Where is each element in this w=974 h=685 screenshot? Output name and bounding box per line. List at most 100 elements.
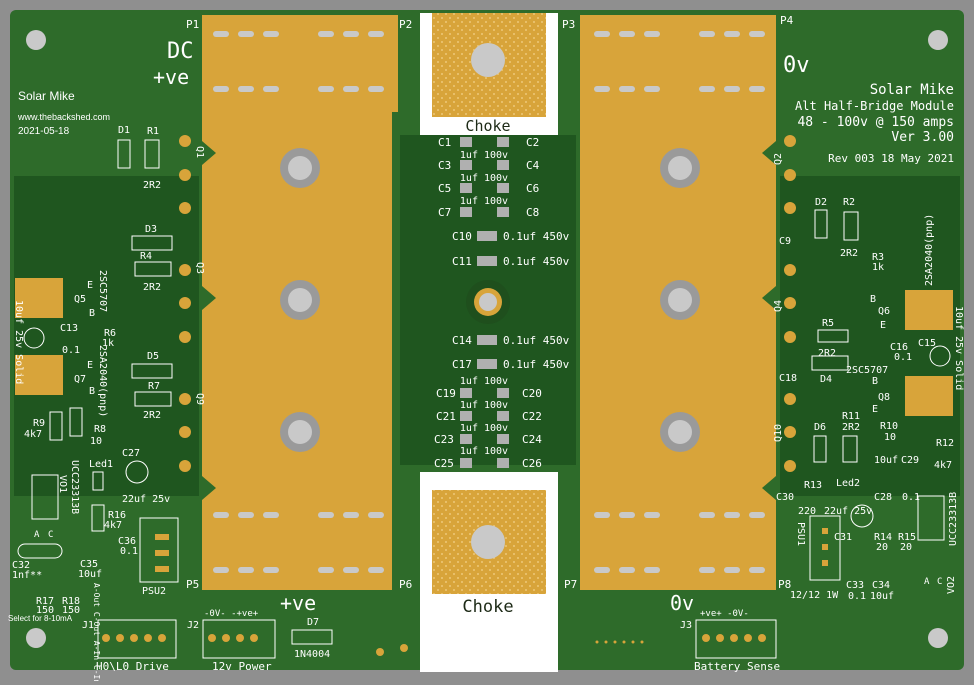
- ref-c36-value: 0.1: [120, 546, 138, 557]
- cap-c2: C2: [526, 136, 539, 149]
- ref-r9-value: 4k7: [24, 429, 42, 440]
- ref-r3-value: 1k: [872, 262, 884, 273]
- ref-c34: C34: [872, 580, 890, 591]
- ref-r10-value: 10: [884, 432, 896, 443]
- ref-c30: C30: [776, 492, 794, 503]
- cap-c14-value: 0.1uf 450v: [503, 334, 570, 347]
- ref-q1: Q1: [194, 146, 205, 158]
- ref-r11-value: 2R2: [842, 422, 860, 433]
- title-name: Solar Mike: [870, 82, 954, 98]
- pin-e2-right: E: [872, 404, 878, 415]
- ref-d7: D7: [307, 617, 319, 628]
- cap-c22: C22: [522, 410, 542, 423]
- ref-r16: R16: [108, 510, 126, 521]
- plate-p4: P4: [780, 14, 794, 27]
- ref-c29: C29: [901, 455, 919, 466]
- j2-pins: -0V- -+ve+: [204, 609, 259, 619]
- plate-p1: P1: [186, 18, 199, 31]
- cap-solid-right: 10uf 25v Solid: [953, 306, 964, 390]
- cap-c19: C19: [436, 387, 456, 400]
- cap-c17-value: 0.1uf 450v: [503, 358, 570, 371]
- cap-c7: C7: [438, 206, 451, 219]
- plus-ve-bottom-label: +ve: [280, 591, 316, 615]
- cap-c5-value: 1uf 100v: [460, 196, 508, 207]
- ref-d5: D5: [147, 351, 159, 362]
- cap-c23: C23: [434, 433, 454, 446]
- pin-a2: A: [924, 577, 930, 587]
- cap-c19-value: 1uf 100v: [460, 376, 508, 387]
- ref-c32-value: 1nf**: [12, 570, 42, 581]
- ref-r15-value: 20: [900, 542, 912, 553]
- plate-p2: P2: [399, 18, 412, 31]
- cap-c25: C25: [434, 457, 454, 470]
- ref-r16-value: 4k7: [104, 520, 122, 531]
- pin-b1: B: [89, 308, 95, 319]
- ref-vo1: VO1: [57, 475, 68, 493]
- ref-c16: C16: [890, 342, 908, 353]
- cap-c1-value: 1uf 100v: [460, 150, 508, 161]
- ref-q3: Q3: [194, 262, 205, 274]
- cap-c3: C3: [438, 159, 451, 172]
- cap-c5: C5: [438, 182, 451, 195]
- ref-r6: R6: [104, 328, 116, 339]
- ref-r1-value: 2R2: [143, 180, 161, 191]
- cap-c8: C8: [526, 206, 539, 219]
- cap-c14: C14: [452, 334, 472, 347]
- pin-c2: C: [937, 577, 942, 587]
- pin-b2: B: [89, 386, 95, 397]
- cap-pair-row: C1 C2 1uf 100v: [438, 136, 539, 161]
- cap-pair-row: C3 C4 1uf 100v: [438, 159, 540, 184]
- choke-bottom-label: Choke: [462, 597, 513, 617]
- ref-c33: C33: [846, 580, 864, 591]
- ref-r13-value: 220: [798, 506, 816, 517]
- ref-r12: R12: [936, 438, 954, 449]
- part-q6: 2SA2040(pnp): [924, 214, 935, 286]
- ref-r18: R18: [62, 596, 80, 607]
- caps-bottom-group: 1uf 100v C19 C20 1uf 100v C21 C22 1uf 10…: [434, 376, 542, 470]
- ref-c32: C32: [12, 560, 30, 571]
- ref-c27-value: 22uf 25v: [122, 494, 170, 505]
- ref-r17-value: 150: [36, 605, 54, 616]
- ref-d1: D1: [118, 125, 130, 136]
- mount-hole-tl: [26, 30, 46, 50]
- plate-p6: P6: [399, 578, 412, 591]
- ref-j2: J2: [187, 620, 199, 631]
- brand-site: www.thebackshed.com: [17, 112, 110, 122]
- right-components: Q2 Q4 Q10 D2 R2 2R2 C9 R3 1k B E B E Q6 …: [680, 153, 964, 673]
- ref-r2-value: 2R2: [840, 248, 858, 259]
- ref-j3: J3: [680, 620, 692, 631]
- caps-mid-group: C10 0.1uf 450v C11 0.1uf 450v C14 0.1uf …: [452, 230, 570, 371]
- ref-r3: R3: [872, 252, 884, 263]
- ref-c31: C31: [834, 532, 852, 543]
- part-vo1: UCC23313B: [69, 460, 80, 514]
- pin-e2: E: [87, 360, 93, 371]
- cap-pair-row: C7 C8: [438, 206, 539, 219]
- ref-r5-value: 2R2: [818, 348, 836, 359]
- plate-p7: P7: [564, 578, 577, 591]
- ref-r14-value: 20: [876, 542, 888, 553]
- ref-r14: R14: [874, 532, 892, 543]
- ref-r7-value: 2R2: [143, 410, 161, 421]
- part-d7: 1N4004: [294, 649, 330, 660]
- ref-psu1: PSU1: [795, 522, 806, 546]
- ref-led1: Led1: [89, 459, 113, 470]
- ref-r12-value: 4k7: [934, 460, 952, 471]
- ref-r13: R13: [804, 480, 822, 491]
- pour-left: [14, 176, 199, 496]
- cap-c25-value: 1uf 100v: [460, 446, 508, 457]
- j3-pins: +ve+ -0V-: [700, 609, 749, 619]
- title-line2: 48 - 100v @ 150 amps: [797, 115, 954, 130]
- cap-pair-row: C5 C6 1uf 100v: [438, 182, 539, 207]
- ref-d6: D6: [814, 422, 826, 433]
- pin-b1-right: B: [870, 294, 876, 305]
- title-line3: Ver 3.00: [891, 130, 954, 145]
- choke-bottom-hole: [471, 525, 505, 559]
- ref-q7: Q7: [74, 374, 86, 385]
- ref-c13-value: 0.1: [62, 345, 80, 356]
- j1-name: H0\L0 Drive: [96, 660, 169, 673]
- zero-v-top-label: 0v: [783, 53, 810, 78]
- ref-c33-value: 0.1: [848, 591, 866, 602]
- cap-c21: C21: [436, 410, 456, 423]
- ref-d3: D3: [145, 224, 157, 235]
- choke-top-hole: [471, 43, 505, 77]
